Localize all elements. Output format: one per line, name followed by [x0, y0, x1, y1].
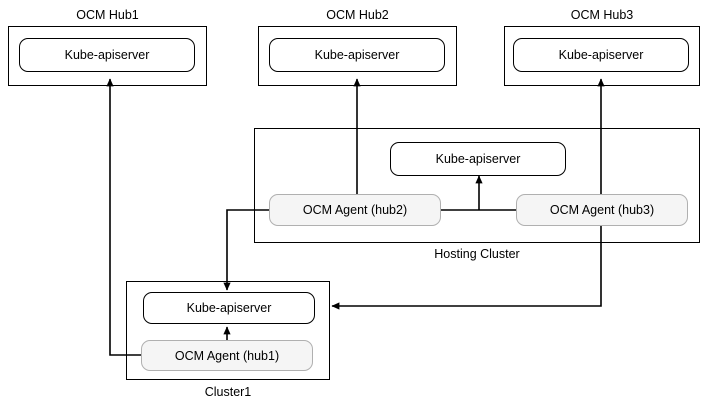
node-hub1-kube-apiserver[interactable]: Kube-apiserver — [19, 38, 195, 72]
group-label-hosting-cluster: Hosting Cluster — [434, 247, 520, 261]
group-label-hub1: OCM Hub1 — [76, 8, 139, 22]
node-hub2-kube-apiserver[interactable]: Kube-apiserver — [269, 38, 445, 72]
node-ocm-agent-hub3[interactable]: OCM Agent (hub3) — [516, 194, 688, 226]
node-ocm-agent-hub1[interactable]: OCM Agent (hub1) — [141, 340, 313, 371]
group-label-hub3: OCM Hub3 — [570, 8, 634, 22]
node-hub3-kube-apiserver[interactable]: Kube-apiserver — [513, 38, 689, 72]
node-cluster1-kube-apiserver[interactable]: Kube-apiserver — [143, 292, 315, 324]
group-label-hub2: OCM Hub2 — [326, 8, 389, 22]
node-hosting-kube-apiserver[interactable]: Kube-apiserver — [390, 142, 566, 176]
group-label-cluster1: Cluster1 — [204, 385, 252, 399]
node-ocm-agent-hub2[interactable]: OCM Agent (hub2) — [269, 194, 441, 226]
